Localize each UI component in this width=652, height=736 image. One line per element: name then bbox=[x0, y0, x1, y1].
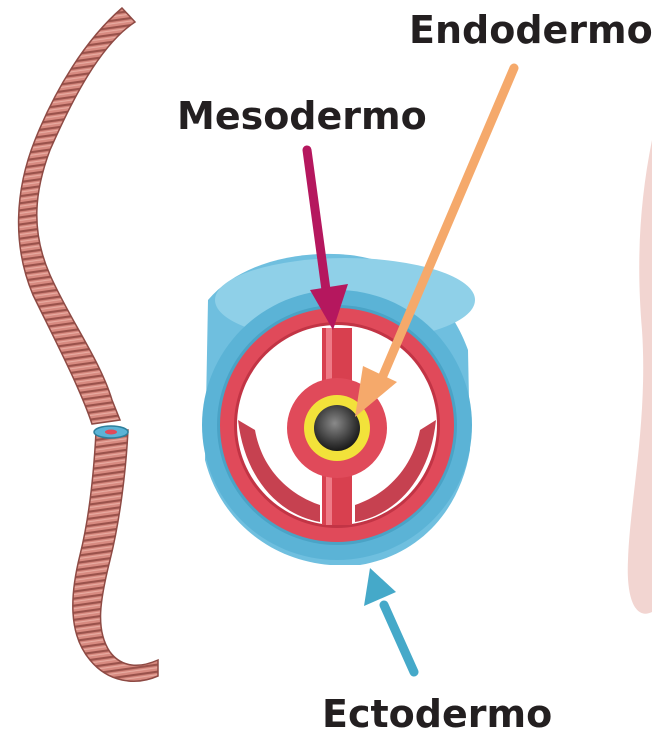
ectodermo-label: Ectodermo bbox=[322, 695, 552, 733]
gut-lumen bbox=[314, 405, 360, 451]
earthworm-lower-segment bbox=[73, 430, 158, 681]
endodermo-label: Endodermo bbox=[409, 11, 652, 49]
earthworm-right-edge-partial bbox=[628, 140, 652, 614]
earthworm-cut-end-core bbox=[105, 430, 117, 435]
earthworm-upper-segment bbox=[19, 8, 135, 424]
ectodermo-arrow bbox=[364, 568, 414, 672]
mesodermo-label: Mesodermo bbox=[177, 97, 427, 135]
